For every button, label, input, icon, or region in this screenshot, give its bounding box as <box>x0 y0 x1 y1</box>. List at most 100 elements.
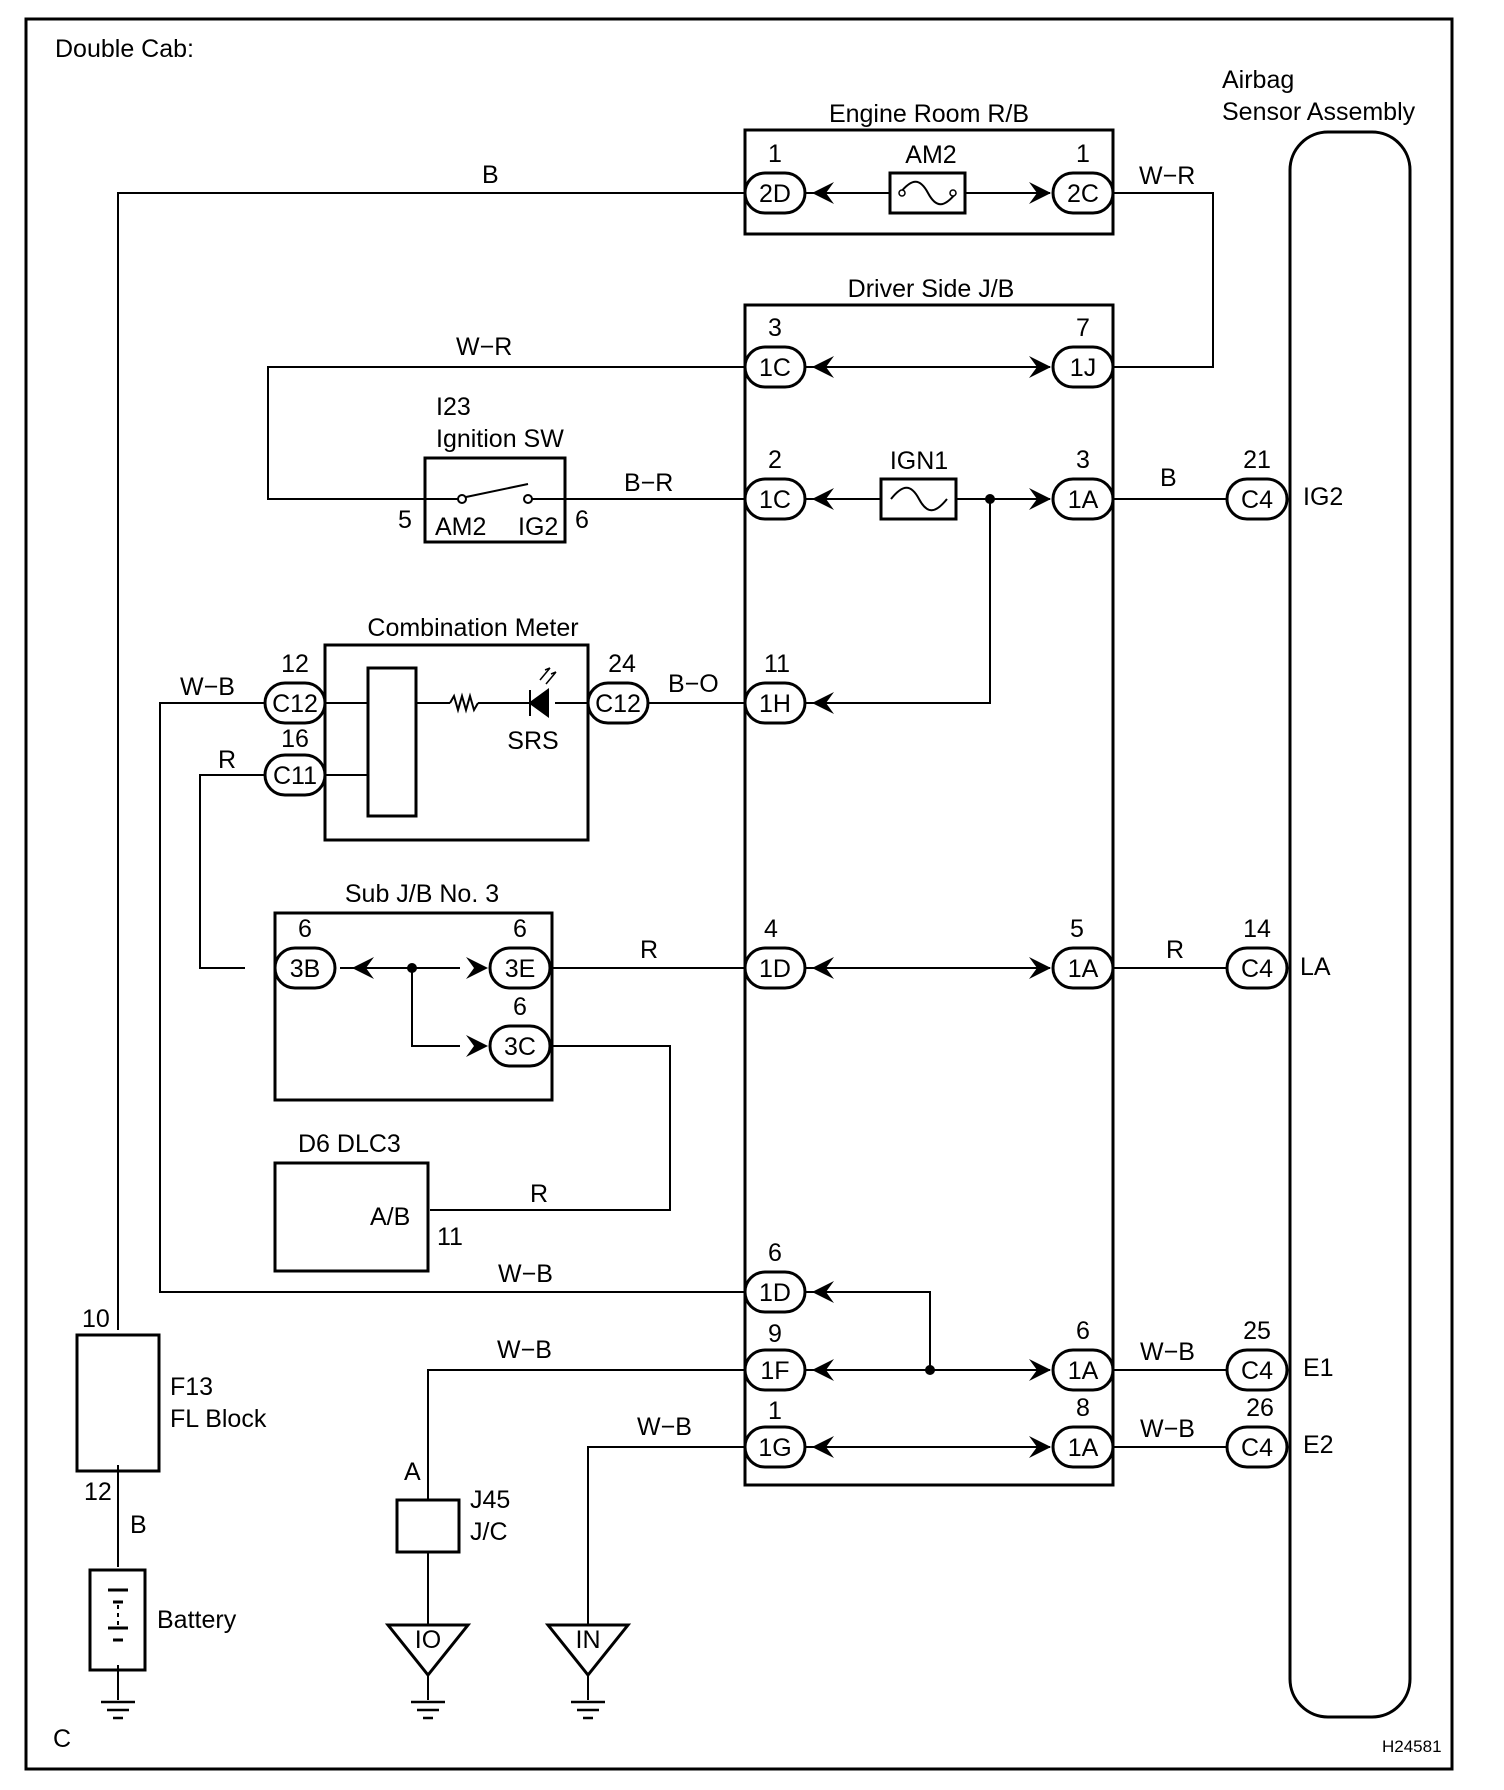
svg-text:6: 6 <box>768 1239 782 1267</box>
svg-text:6: 6 <box>513 993 527 1021</box>
connector-c4-14: C4 14 <box>1225 915 1289 990</box>
connector-1f: 1F 9 <box>743 1320 807 1392</box>
sw-ig2-label: IG2 <box>518 513 558 541</box>
diagram-title: Double Cab: <box>55 35 194 63</box>
svg-text:9: 9 <box>768 1320 782 1348</box>
svg-text:1A: 1A <box>1068 955 1099 983</box>
svg-text:1: 1 <box>1076 140 1090 168</box>
ground-io-label: IO <box>415 1626 441 1654</box>
connector-1a-8: 1A 8 <box>1051 1394 1115 1469</box>
wire-br: B−R <box>624 469 673 497</box>
svg-text:C4: C4 <box>1241 1357 1273 1385</box>
airbag-sensor-assembly: Airbag Sensor Assembly IG2 LA E1 E2 <box>1222 66 1416 1719</box>
srs-label: SRS <box>507 727 558 755</box>
connector-1d-4: 1D 4 <box>743 915 807 990</box>
svg-text:1A: 1A <box>1068 1357 1099 1385</box>
connector-1h: 1H 11 <box>743 650 807 725</box>
svg-text:4: 4 <box>764 915 778 943</box>
am2-fuse-label: AM2 <box>905 141 956 169</box>
fl-block-box <box>75 1333 161 1473</box>
combination-meter: Combination Meter SRS <box>323 614 590 842</box>
dlc3-box <box>273 1161 430 1273</box>
sw-am2-label: AM2 <box>435 513 486 541</box>
jc-id: J45 <box>470 1486 510 1514</box>
svg-text:1C: 1C <box>759 486 791 514</box>
connector-1c-3: 1C 3 <box>743 314 807 389</box>
connector-1d-6: 1D 6 <box>743 1239 807 1314</box>
svg-text:7: 7 <box>1076 314 1090 342</box>
svg-text:1G: 1G <box>758 1434 791 1462</box>
wire-wr-right: W−R <box>1139 162 1195 190</box>
svg-text:C4: C4 <box>1241 955 1273 983</box>
wire-wb-1d: W−B <box>498 1260 553 1288</box>
connector-2d: 2D 1 <box>743 140 807 215</box>
connector-1j: 1J 7 <box>1051 314 1115 389</box>
dlc3-ab-label: A/B <box>370 1203 410 1231</box>
svg-text:2: 2 <box>768 446 782 474</box>
wire-bo: B−O <box>668 670 719 698</box>
fl-block-id: F13 <box>170 1373 213 1401</box>
wire-wb-e2: W−B <box>1140 1415 1195 1443</box>
svg-text:1: 1 <box>768 140 782 168</box>
svg-text:6: 6 <box>298 915 312 943</box>
wire-color-labels: B W−R W−R B−R B B−O W−B R R R R W−B W−B … <box>180 161 1195 1443</box>
svg-text:16: 16 <box>281 725 309 753</box>
airbag-terminal-ig2: IG2 <box>1303 483 1343 511</box>
svg-text:3E: 3E <box>505 955 536 983</box>
connector-arrows <box>352 182 1051 1458</box>
svg-text:21: 21 <box>1243 446 1271 474</box>
svg-text:C4: C4 <box>1241 486 1273 514</box>
driver-side-jb-label: Driver Side J/B <box>848 275 1015 303</box>
dlc3-pin: 11 <box>437 1223 463 1251</box>
ground-in-label: IN <box>576 1626 601 1654</box>
svg-text:1D: 1D <box>759 955 791 983</box>
wire-wr-left: W−R <box>456 333 512 361</box>
svg-text:1: 1 <box>768 1397 782 1425</box>
connector-1a-5: 1A 5 <box>1051 915 1115 990</box>
svg-text:C4: C4 <box>1241 1434 1273 1462</box>
svg-text:1C: 1C <box>759 354 791 382</box>
wire-r-dlc: R <box>530 1180 548 1208</box>
ignition-sw-id: I23 <box>436 393 471 421</box>
svg-text:3: 3 <box>1076 446 1090 474</box>
sub-jb-label: Sub J/B No. 3 <box>345 880 499 908</box>
junction-dots <box>407 494 995 1375</box>
svg-text:1A: 1A <box>1068 1434 1099 1462</box>
wire-r-la: R <box>1166 936 1184 964</box>
svg-text:11: 11 <box>764 650 790 678</box>
wire-r-meter: R <box>218 746 236 774</box>
wire-b-ig2: B <box>1160 464 1177 492</box>
battery: Battery <box>88 1568 237 1672</box>
connector-c12-12: C12 12 <box>263 650 327 725</box>
ignition-switch: I23 Ignition SW AM2 IG2 5 6 <box>398 393 589 544</box>
corner-label: C <box>53 1725 71 1753</box>
srs-led-icon <box>528 688 549 718</box>
connector-c4-25: C4 25 <box>1225 1317 1289 1392</box>
svg-text:6: 6 <box>1076 1317 1090 1345</box>
connector-c11: C11 16 <box>263 725 327 797</box>
svg-text:25: 25 <box>1243 1317 1271 1345</box>
svg-text:1F: 1F <box>760 1357 789 1385</box>
junction-connector-j45: A J45 J/C <box>395 1458 510 1554</box>
connector-2c: 2C 1 <box>1051 140 1115 215</box>
svg-text:3C: 3C <box>504 1033 536 1061</box>
svg-text:5: 5 <box>1070 915 1084 943</box>
connector-3c: 3C 6 <box>488 993 552 1068</box>
svg-text:6: 6 <box>513 915 527 943</box>
jc-a-label: A <box>404 1458 421 1486</box>
wire-wb-meter: W−B <box>180 673 235 701</box>
svg-text:24: 24 <box>608 650 636 678</box>
connector-1a-6: 1A 6 <box>1051 1317 1115 1392</box>
ign1-fuse-label: IGN1 <box>890 447 948 475</box>
svg-text:C12: C12 <box>595 690 641 718</box>
airbag-label-1: Airbag <box>1222 66 1294 94</box>
airbag-terminal-la: LA <box>1300 953 1331 981</box>
fl-block-name: FL Block <box>170 1405 267 1433</box>
driver-side-jb-box <box>743 303 1115 1487</box>
airbag-label-2: Sensor Assembly <box>1222 98 1416 126</box>
fl-block-pin-top: 10 <box>82 1305 110 1333</box>
battery-label: Battery <box>157 1606 237 1634</box>
figure-id: H24581 <box>1382 1737 1442 1756</box>
wire-b-top: B <box>482 161 499 189</box>
